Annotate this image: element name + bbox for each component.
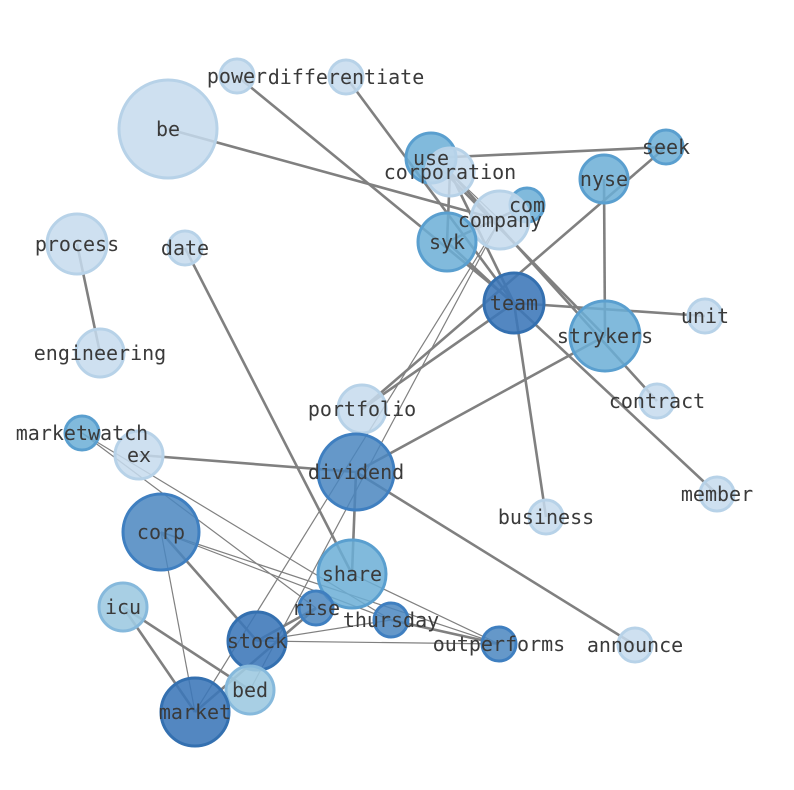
node-label-announce: announce: [587, 633, 683, 657]
node-unit[interactable]: [686, 297, 724, 335]
node-label-thursday: thursday: [343, 608, 439, 632]
node-power[interactable]: [218, 57, 256, 95]
node-marketwatch[interactable]: [63, 414, 101, 452]
node-engineering[interactable]: [74, 327, 126, 379]
node-corp[interactable]: [121, 492, 201, 572]
node-label-seek: seek: [642, 135, 690, 159]
node-member[interactable]: [698, 475, 736, 513]
edge-strykers-dividend: [355, 334, 606, 474]
node-team[interactable]: [482, 271, 546, 335]
node-label-date: date: [161, 236, 209, 260]
node-nyse[interactable]: [578, 153, 630, 205]
node-market[interactable]: [159, 676, 231, 748]
edge-team-business: [512, 302, 548, 518]
node-label-corp: corp: [137, 520, 185, 544]
edge-be-company: [167, 127, 501, 222]
node-label-unit: unit: [681, 304, 729, 328]
node-rise[interactable]: [297, 589, 335, 627]
node-label-portfolio: portfolio: [308, 397, 416, 421]
node-strykers[interactable]: [568, 299, 642, 373]
node-syk[interactable]: [416, 211, 478, 273]
node-label-engineering: engineering: [34, 341, 166, 365]
node-ex[interactable]: [113, 429, 165, 481]
node-contract[interactable]: [638, 382, 676, 420]
node-date[interactable]: [166, 229, 204, 267]
node-label-corporation: corporation: [384, 160, 516, 184]
node-icu[interactable]: [97, 581, 149, 633]
node-bed[interactable]: [224, 664, 276, 716]
node-label-differentiate: differentiate: [268, 65, 425, 89]
node-label-team: team: [490, 291, 538, 315]
node-business[interactable]: [527, 498, 565, 536]
node-differentiate[interactable]: [327, 58, 365, 96]
node-label-business: business: [498, 505, 594, 529]
node-label-company: company: [458, 208, 542, 232]
node-label-ex: ex: [127, 443, 151, 467]
node-thursday[interactable]: [372, 601, 410, 639]
node-label-market: market: [159, 700, 231, 724]
node-label-member: member: [681, 482, 753, 506]
node-label-process: process: [35, 232, 119, 256]
node-label-strykers: strykers: [557, 324, 653, 348]
node-label-use: use: [413, 146, 449, 170]
node-share[interactable]: [316, 538, 388, 610]
edge-date-share: [183, 247, 354, 575]
node-dividend[interactable]: [316, 432, 396, 512]
node-label-be: be: [156, 117, 180, 141]
node-be[interactable]: [117, 78, 219, 180]
edge-stock-outperforms: [256, 640, 500, 645]
node-label-com: com: [509, 193, 545, 217]
node-label-contract: contract: [609, 389, 705, 413]
node-label-marketwatch: marketwatch: [16, 421, 148, 445]
node-label-outperforms: outperforms: [433, 632, 565, 656]
edge-power-team: [236, 74, 515, 305]
node-process[interactable]: [45, 212, 109, 276]
node-corporation[interactable]: [424, 146, 476, 198]
node-label-nyse: nyse: [580, 167, 628, 191]
node-label-power: power: [207, 64, 267, 88]
edge-differentiate-team: [344, 76, 516, 304]
node-seek[interactable]: [647, 128, 685, 166]
node-announce[interactable]: [616, 626, 654, 664]
node-label-share: share: [322, 562, 382, 586]
edge-use-seek: [430, 145, 667, 160]
node-label-syk: syk: [429, 230, 465, 254]
node-label-icu: icu: [105, 595, 141, 619]
node-label-stock: stock: [227, 629, 287, 653]
nodes-layer: [45, 57, 736, 748]
node-label-dividend: dividend: [308, 460, 404, 484]
edge-syk-member: [446, 241, 718, 495]
node-company[interactable]: [469, 189, 531, 251]
node-label-bed: bed: [232, 678, 268, 702]
edge-dividend-announce: [355, 470, 636, 647]
node-label-rise: rise: [292, 596, 340, 620]
node-outperforms[interactable]: [480, 625, 518, 663]
